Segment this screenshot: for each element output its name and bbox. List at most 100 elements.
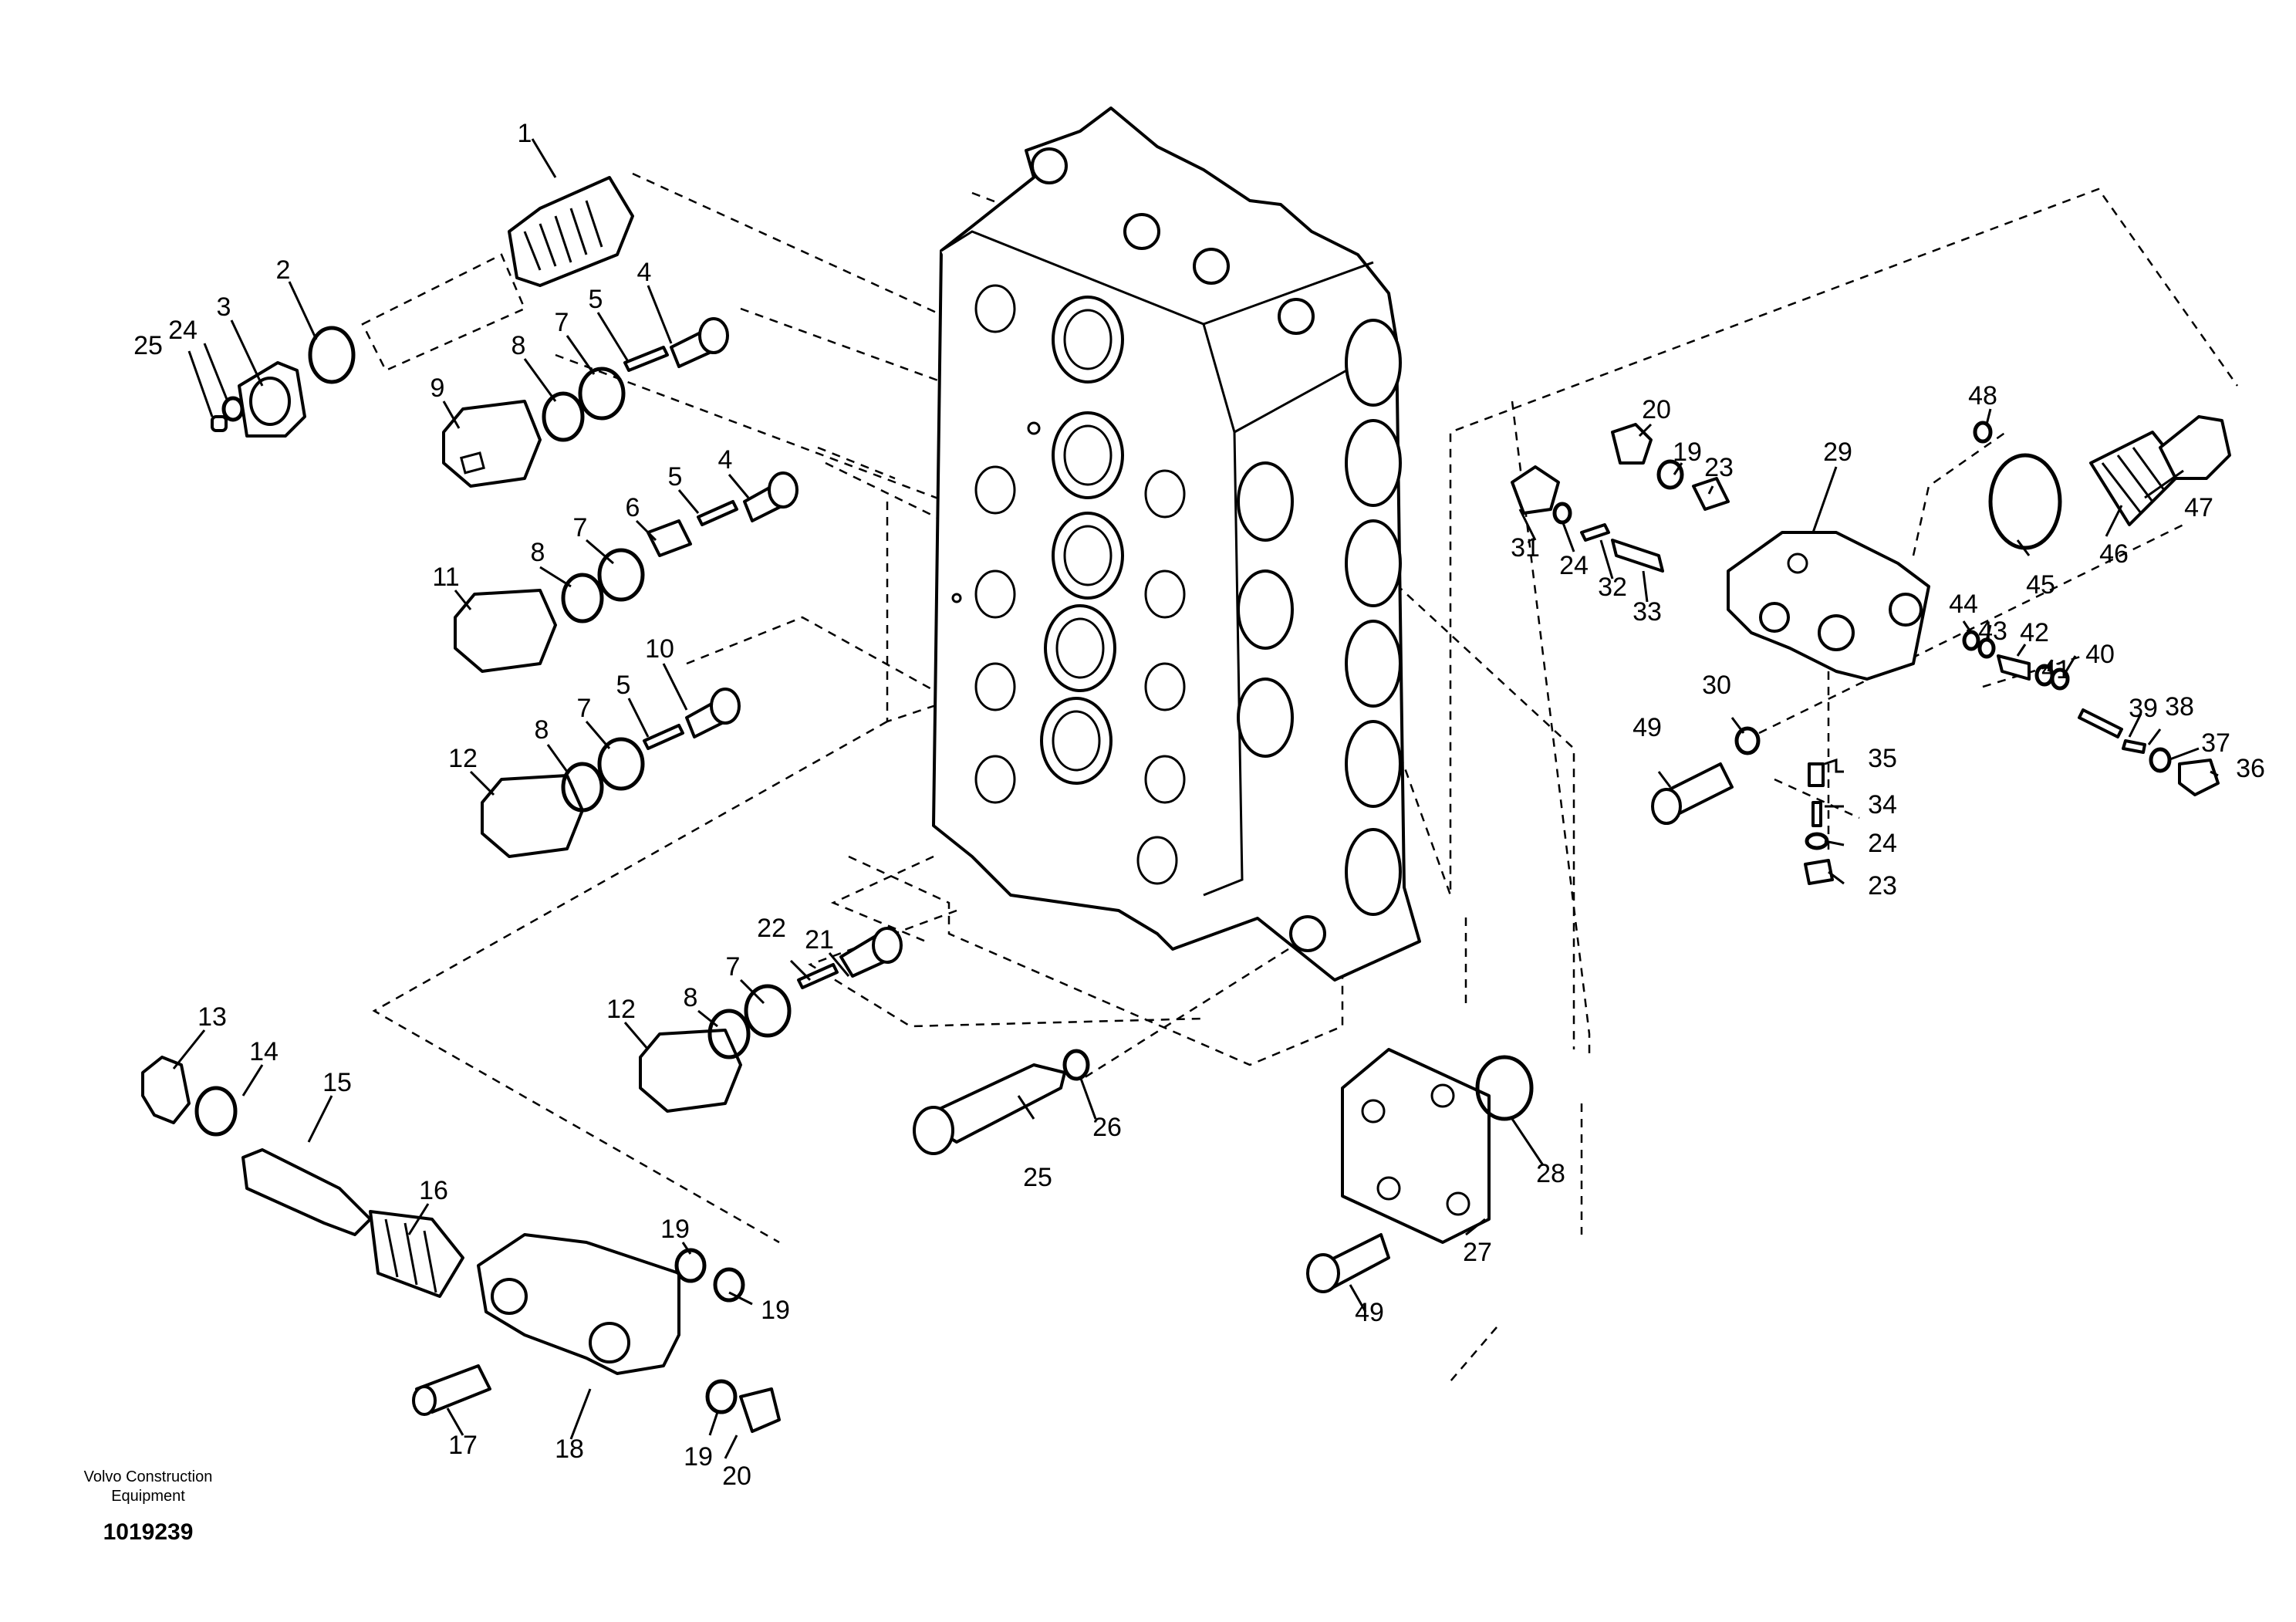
callout-11: 11 xyxy=(432,563,459,592)
callout-36: 36 xyxy=(2236,754,2265,783)
check-valve-row-1 xyxy=(442,317,729,488)
callout-7: 7 xyxy=(726,952,741,982)
washer-26 xyxy=(1062,1049,1090,1081)
plug-12 xyxy=(639,1029,742,1113)
callout-24: 24 xyxy=(1868,829,1897,858)
callout-numbers: 1 2 3 24 25 4 5 7 8 9 6 5 4 7 8 11 10 5 … xyxy=(133,119,2265,1491)
callout-4: 4 xyxy=(718,445,733,475)
callout-33: 33 xyxy=(1633,597,1662,627)
callout-49: 49 xyxy=(1633,713,1662,742)
callout-4: 4 xyxy=(637,258,652,287)
callout-45: 45 xyxy=(2026,570,2055,600)
callout-20: 20 xyxy=(722,1461,751,1491)
fitting-31 xyxy=(1511,465,1560,515)
drawing-number: 1019239 xyxy=(103,1519,194,1545)
sleeve-42 xyxy=(1997,654,2031,681)
callout-2: 2 xyxy=(276,255,291,285)
fitting-23 xyxy=(1692,477,1730,511)
pin-33 xyxy=(1611,539,1664,573)
o-ring-7 xyxy=(597,548,645,602)
callout-12: 12 xyxy=(448,744,478,773)
callout-24: 24 xyxy=(168,316,198,345)
plug-23 xyxy=(1804,859,1834,885)
o-ring-19 xyxy=(705,1379,738,1414)
callout-9: 9 xyxy=(430,373,445,403)
lower-left-assembly xyxy=(141,1056,781,1433)
o-ring-45 xyxy=(1988,453,2062,550)
o-ring-8 xyxy=(542,391,585,442)
callout-14: 14 xyxy=(249,1037,279,1066)
plug-11 xyxy=(454,589,557,673)
callout-8: 8 xyxy=(531,538,545,567)
spring-34 xyxy=(1811,801,1822,827)
callout-49: 49 xyxy=(1355,1298,1384,1327)
callout-16: 16 xyxy=(419,1176,448,1205)
callout-42: 42 xyxy=(2020,618,2049,647)
plug-47 xyxy=(2159,415,2231,480)
washer-30 xyxy=(1734,726,1761,755)
callout-23: 23 xyxy=(1704,453,1734,482)
spool-15 xyxy=(241,1148,372,1236)
o-ring-24 xyxy=(1805,832,1829,850)
o-ring-8 xyxy=(561,762,604,813)
small-plug-25 xyxy=(211,415,228,432)
pin-39 xyxy=(2078,708,2123,738)
o-ring-8 xyxy=(561,573,604,623)
spring-1 xyxy=(508,176,634,287)
callout-26: 26 xyxy=(1092,1113,1122,1142)
callout-27: 27 xyxy=(1463,1238,1492,1267)
callout-17: 17 xyxy=(448,1431,478,1460)
o-ring-48 xyxy=(1973,421,1993,444)
o-ring-19 xyxy=(713,1267,745,1303)
valve-housing-29 xyxy=(1727,531,1930,681)
footer: Volvo Construction Equipment 1019239 xyxy=(84,1468,213,1545)
spring-5 xyxy=(643,724,684,750)
o-ring-19 xyxy=(1656,459,1684,490)
manufacturer-name-line1: Volvo Construction xyxy=(84,1468,213,1485)
callout-31: 31 xyxy=(1511,533,1540,563)
o-ring-14 xyxy=(194,1086,238,1137)
check-valve-row-3 xyxy=(481,688,741,858)
callout-5: 5 xyxy=(589,285,603,314)
callout-19: 19 xyxy=(660,1215,690,1244)
callout-40: 40 xyxy=(2085,640,2115,669)
callout-44: 44 xyxy=(1949,590,1978,619)
block-6 xyxy=(647,519,692,557)
spring-5 xyxy=(623,346,669,372)
plug-12 xyxy=(481,774,584,858)
callout-41: 41 xyxy=(2041,655,2071,684)
callout-22: 22 xyxy=(757,914,786,943)
o-ring-7 xyxy=(597,737,645,791)
o-ring-28 xyxy=(1475,1055,1534,1121)
callout-24: 24 xyxy=(1559,551,1589,580)
callout-12: 12 xyxy=(606,995,636,1024)
callout-7: 7 xyxy=(573,513,588,542)
callout-15: 15 xyxy=(322,1068,352,1097)
callout-48: 48 xyxy=(1968,381,1997,411)
o-ring-7 xyxy=(578,367,626,421)
callout-35: 35 xyxy=(1868,744,1897,773)
callout-19: 19 xyxy=(684,1442,713,1472)
manufacturer-name-line2: Equipment xyxy=(111,1488,185,1505)
spring-38 xyxy=(2122,739,2146,754)
spring-22 xyxy=(797,963,839,989)
callout-8: 8 xyxy=(684,983,698,1012)
o-ring-19 xyxy=(674,1248,707,1283)
callout-20: 20 xyxy=(1642,395,1671,424)
callout-5: 5 xyxy=(668,462,683,492)
callout-18: 18 xyxy=(555,1434,584,1464)
plug-20 xyxy=(739,1387,781,1433)
cover-plate-27 xyxy=(1341,1048,1491,1244)
callout-32: 32 xyxy=(1598,573,1627,602)
plug-36 xyxy=(2178,759,2220,796)
right-assembly xyxy=(1511,415,2231,885)
callout-3: 3 xyxy=(217,292,231,322)
callout-43: 43 xyxy=(1978,617,2007,646)
callout-1: 1 xyxy=(518,119,532,148)
spring-16 xyxy=(369,1210,464,1298)
plug-13 xyxy=(141,1056,191,1124)
callout-29: 29 xyxy=(1823,438,1852,467)
callout-6: 6 xyxy=(626,493,640,522)
o-ring-44 xyxy=(1962,630,1980,651)
